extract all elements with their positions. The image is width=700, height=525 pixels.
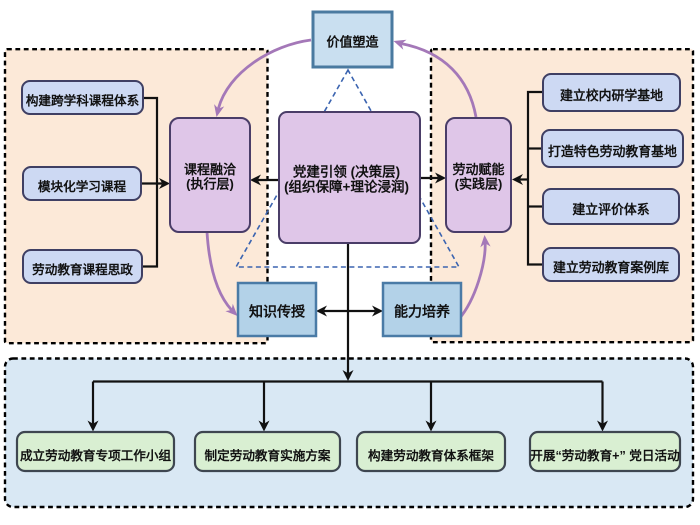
svg-text:能力培养: 能力培养 (394, 304, 451, 320)
svg-text:建立校内研学基地: 建立校内研学基地 (560, 88, 663, 103)
svg-text:知识传授: 知识传授 (249, 304, 306, 320)
svg-text:党建引领 (决策层): 党建引领 (决策层) (293, 164, 400, 180)
svg-text:劳动赋能: 劳动赋能 (452, 162, 504, 177)
svg-text:课程融洽: 课程融洽 (184, 162, 237, 177)
svg-text:价值塑造: 价值塑造 (326, 35, 379, 50)
svg-text:开展“劳动教育+” 党日活动: 开展“劳动教育+” 党日活动 (530, 448, 680, 463)
svg-text:构建跨学科课程体系: 构建跨学科课程体系 (26, 93, 140, 108)
svg-text:(组织保障+理论浸润): (组织保障+理论浸润) (284, 179, 409, 195)
svg-text:劳动教育课程思政: 劳动教育课程思政 (32, 262, 133, 277)
svg-text:打造特色劳动教育基地: 打造特色劳动教育基地 (548, 144, 677, 159)
svg-text:建立评价体系: 建立评价体系 (572, 202, 649, 217)
svg-text:(执行层): (执行层) (186, 177, 234, 192)
svg-text:制定劳动教育实施方案: 制定劳动教育实施方案 (205, 448, 331, 463)
svg-text:成立劳动教育专项工作小组: 成立劳动教育专项工作小组 (20, 448, 172, 463)
svg-text:建立劳动教育案例库: 建立劳动教育案例库 (553, 260, 669, 275)
svg-text:模块化学习课程: 模块化学习课程 (38, 179, 127, 194)
svg-text:(实践层): (实践层) (455, 177, 503, 192)
svg-text:构建劳动教育体系框架: 构建劳动教育体系框架 (368, 448, 494, 463)
